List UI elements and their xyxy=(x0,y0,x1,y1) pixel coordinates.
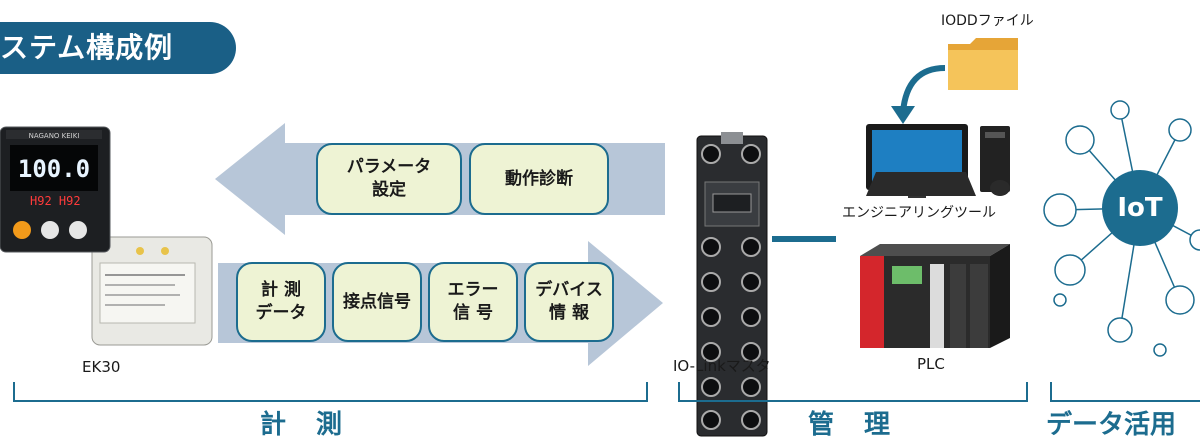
io-link-master-label: IO-Linkマスタ xyxy=(673,357,771,375)
data-use-bracket xyxy=(1050,382,1200,402)
device-brand: NAGANO KEIKI xyxy=(29,132,80,140)
iot-label: IoT xyxy=(1117,193,1163,223)
section-data-use: データ活用 xyxy=(1046,410,1177,440)
section-measure: 計 測 xyxy=(260,410,345,440)
device-display-value: 100.0 xyxy=(18,155,90,183)
keyboard-icon xyxy=(866,172,1010,196)
measure-bracket xyxy=(13,382,648,402)
iot-network-image xyxy=(1043,100,1200,357)
manage-bracket xyxy=(678,382,1028,402)
operation-diagnosis-pill: 動作診断 xyxy=(469,143,609,215)
download-arrow-icon xyxy=(891,65,946,124)
connection-line xyxy=(772,236,836,242)
engineering-tool-label: エンジニアリングツール xyxy=(842,205,996,221)
device-info-pill: デバイス 情 報 xyxy=(524,262,614,342)
folder-icon xyxy=(948,38,1018,90)
parameter-setting-pill: パラメータ 設定 xyxy=(316,143,462,215)
page-title: ステム構成例 xyxy=(0,31,174,64)
error-signal-pill: エラー 信 号 xyxy=(428,262,518,342)
ek30-label: EK30 xyxy=(82,358,121,376)
section-manage: 管 理 xyxy=(808,410,893,440)
contact-signal-pill: 接点信号 xyxy=(332,262,422,342)
plc-label: PLC xyxy=(917,355,945,373)
measurement-data-pill: 計 測 データ xyxy=(236,262,326,342)
ek30-device-image: 100.0 H92 H92 NAGANO KEIKI xyxy=(0,126,213,346)
iodd-file-label: IODDファイル xyxy=(941,13,1034,29)
svg-text:H92 H92: H92 H92 xyxy=(30,194,81,208)
plc-image xyxy=(860,244,1010,348)
io-link-master-image xyxy=(696,132,768,437)
title-banner xyxy=(0,22,236,74)
